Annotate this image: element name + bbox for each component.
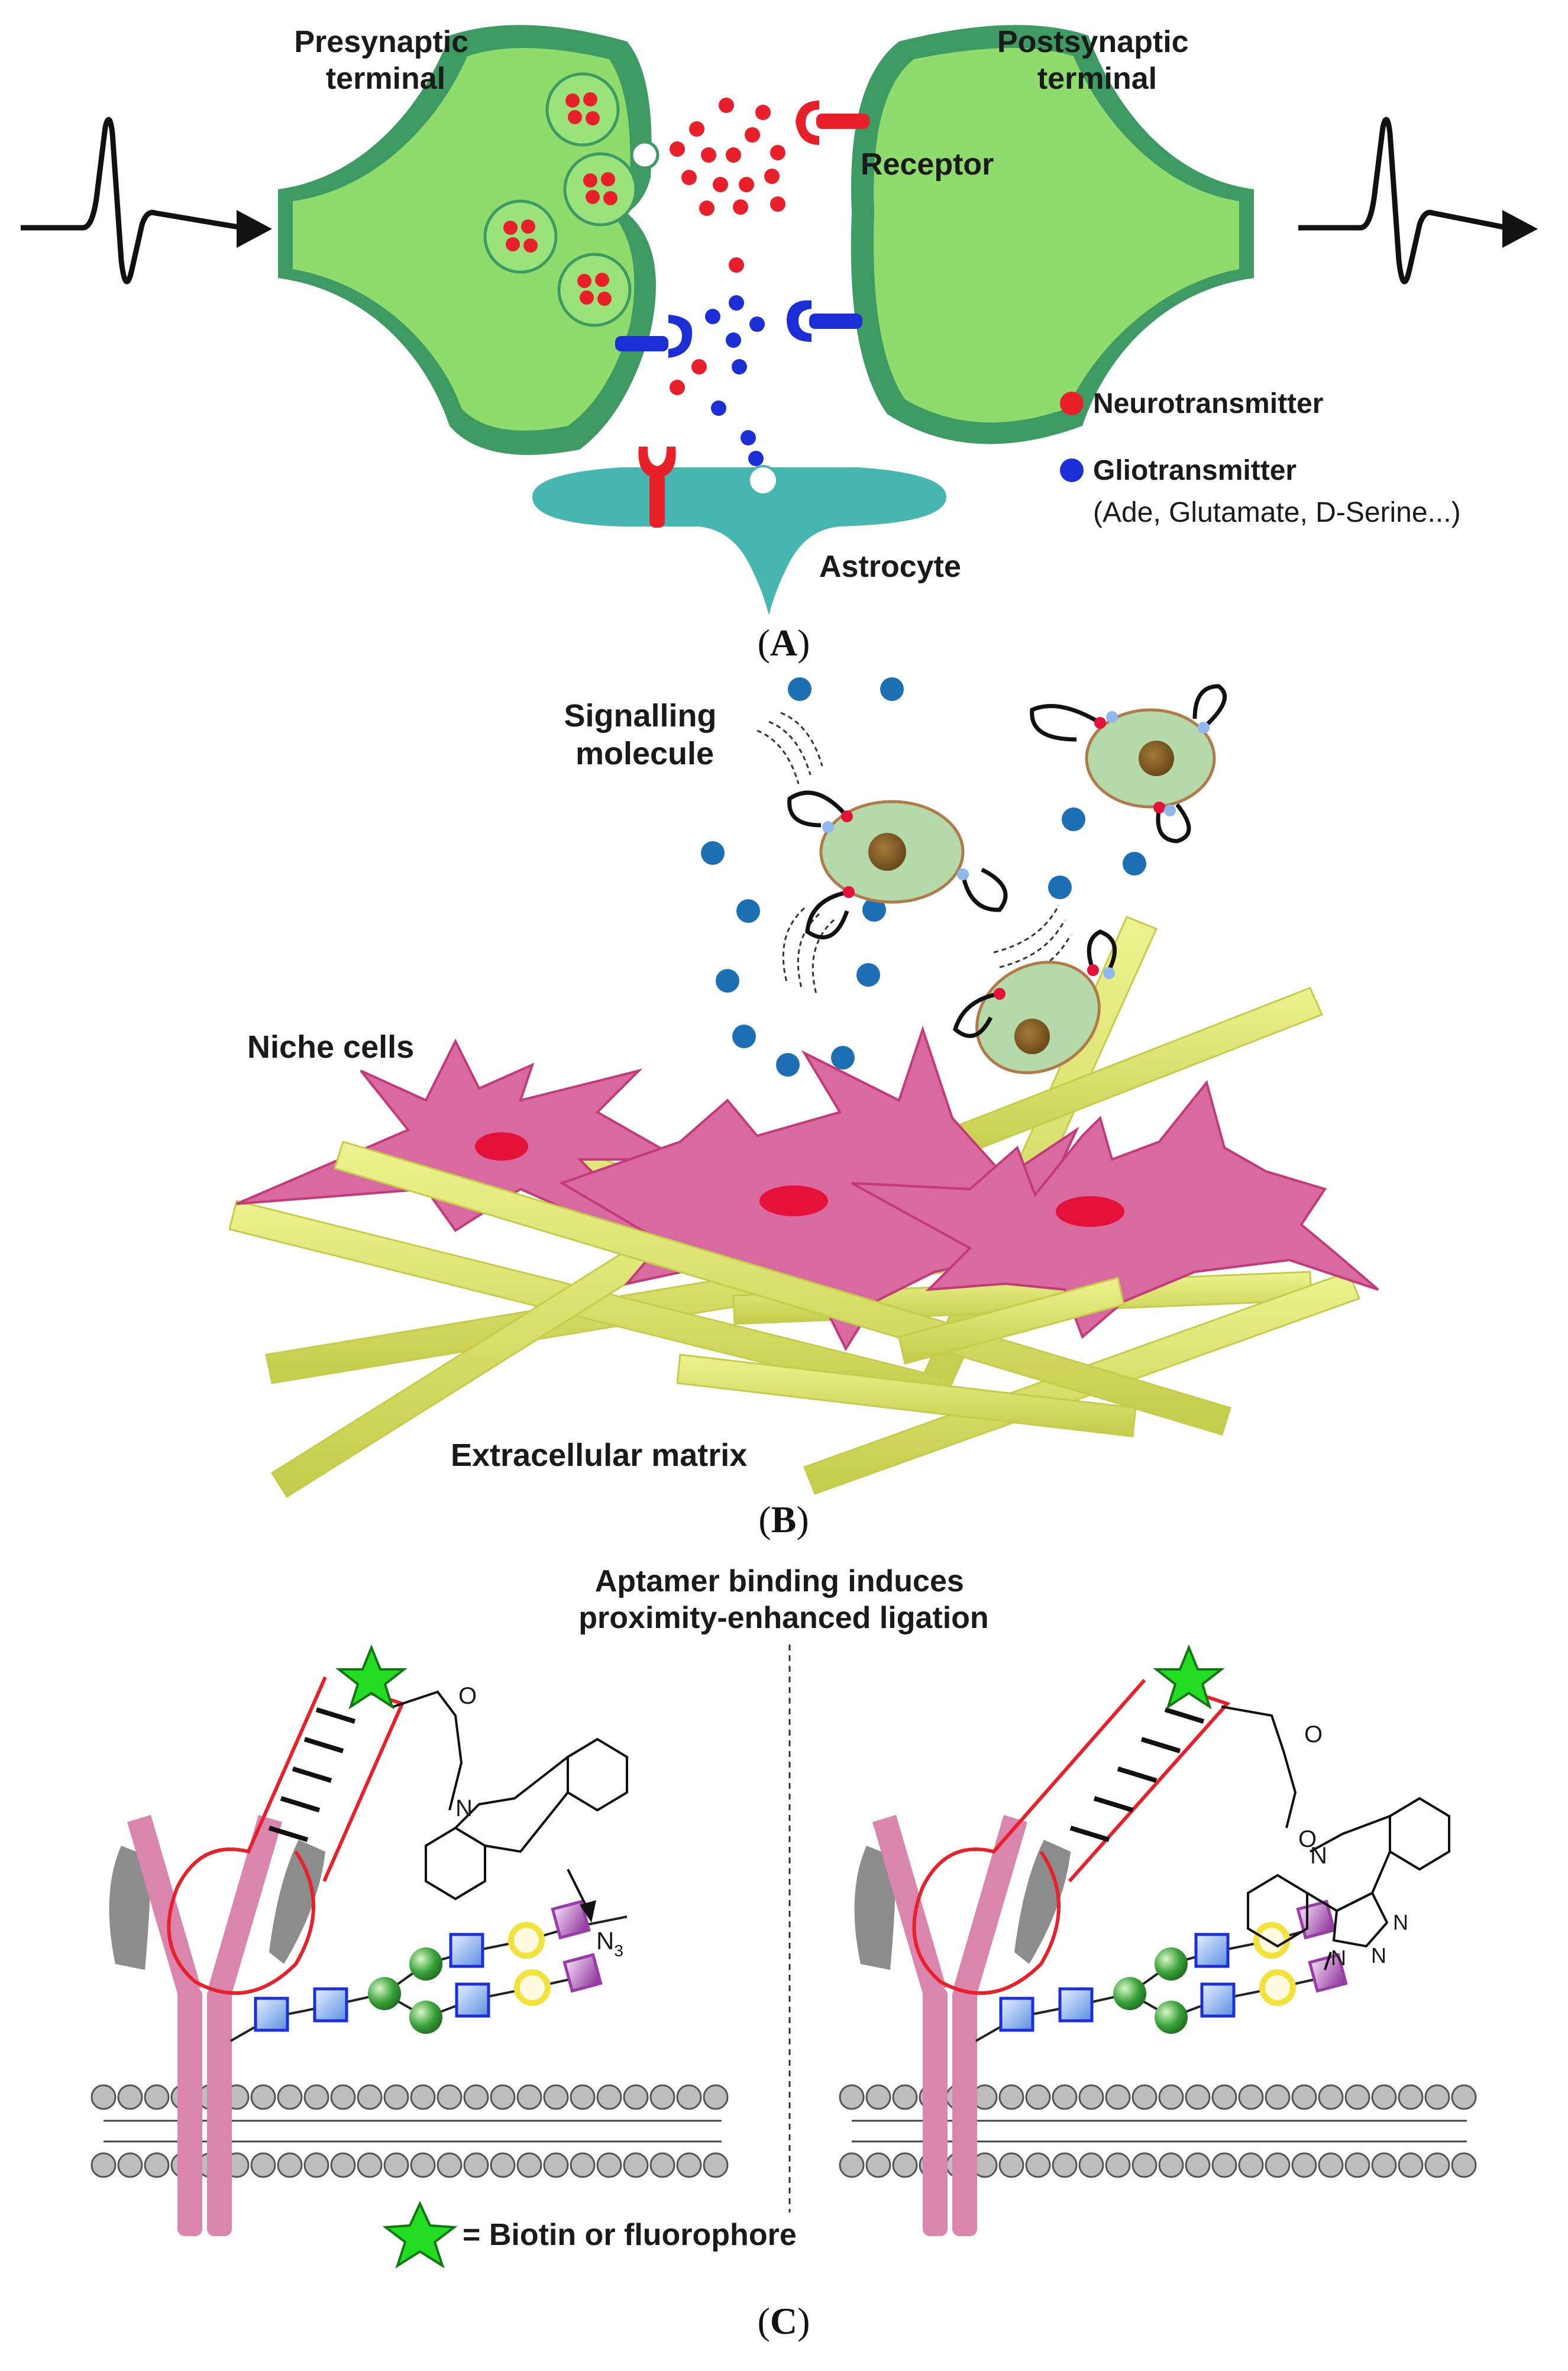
star-right: [1153, 1644, 1225, 1710]
postsynaptic-receptor: [796, 101, 869, 145]
aptamer-stem-right: [1069, 1707, 1205, 1842]
cell-membrane-left: [90, 2084, 729, 2178]
amide-n-left: N: [455, 1795, 473, 1821]
niche-nuclei: [475, 1132, 1124, 1227]
presynaptic-glio-receptor: [615, 315, 693, 358]
legend-gliotransmitter: Gliotransmitter: [1093, 455, 1297, 486]
astrocyte: [532, 467, 946, 615]
stem-cell-2: [1085, 708, 1216, 809]
antigen-lobe-right-2: [1014, 1840, 1071, 1964]
panel-c-title: Aptamer binding induces proximity-enhanc…: [578, 1564, 988, 1635]
aptamer-right: [912, 1679, 1231, 1995]
azide-label-left: N3: [596, 1927, 623, 1960]
triazole-n3: N: [1331, 1946, 1346, 1970]
antigen-lobe-left-1: [109, 1846, 151, 1970]
cell-aptamers: [787, 684, 1227, 1038]
output-action-potential: [1298, 117, 1508, 285]
antibody-left: [127, 1815, 282, 2236]
lipid-heads-left: [90, 2084, 729, 2178]
legend: Neurotransmitter Gliotransmitter (Ade, G…: [1060, 388, 1461, 528]
caption-c: (C): [758, 2300, 810, 2342]
stem-cell-1: [819, 800, 965, 904]
vesicle-neurotransmitters: [503, 92, 617, 306]
legend-neurotransmitter: Neurotransmitter: [1093, 388, 1323, 419]
output-arrowhead: [1502, 210, 1538, 248]
gliotransmitter-swatch: [1060, 458, 1084, 482]
synaptic-vesicles: [483, 72, 638, 327]
triazole-n1: N: [1393, 1910, 1408, 1934]
antibody-right: [872, 1815, 1027, 2236]
lipid-heads-right: [839, 2084, 1477, 2178]
antigen-lobe-left-2: [269, 1840, 325, 1964]
star-legend-text: = Biotin or fluorophore: [463, 2218, 797, 2252]
niche-cells-label: Niche cells: [247, 1029, 414, 1065]
amide-n-right: N: [1310, 1843, 1327, 1869]
amide-o-right: O: [1298, 1826, 1317, 1852]
postsynaptic-glio-receptor: [787, 300, 862, 342]
caption-b: (B): [758, 1498, 809, 1540]
dbco-right: [1247, 1797, 1450, 1948]
ketone-o-right: O: [1304, 1721, 1323, 1747]
antigen-lobe-right-1: [854, 1846, 896, 1970]
postsynaptic-label: Postsynaptic terminal: [997, 25, 1197, 96]
left-scenario: O N N3: [90, 1644, 729, 2236]
cleft-gliotransmitters: [705, 295, 770, 488]
input-arrowhead: [237, 210, 272, 248]
ketone-o-left: O: [458, 1683, 477, 1709]
star-legend-icon: [382, 2201, 458, 2269]
stem-cells: [819, 708, 1216, 1074]
right-scenario: O O N N N N: [839, 1644, 1477, 2236]
dbco-left: [425, 1737, 628, 1901]
glycan-chain-right: [975, 1900, 1348, 2042]
star-left: [335, 1644, 408, 1710]
triazole-n2: N: [1371, 1943, 1386, 1968]
aptamer-stem-left: [268, 1707, 356, 1842]
presynaptic-label: Presynaptic terminal: [294, 25, 477, 96]
signalling-molecules: [701, 677, 1146, 1077]
extracellular-matrix-label: Extracellular matrix: [451, 1438, 747, 1473]
receptor-label: Receptor: [861, 147, 994, 182]
signalling-molecule-label: Signalling molecule: [564, 698, 725, 771]
neurotransmitter-swatch: [1060, 392, 1084, 415]
panel-b-stem-cell-niche: Signalling molecule Niche cells Extracel…: [228, 677, 1379, 1540]
input-action-potential: [21, 117, 243, 285]
astrocyte-label: Astrocyte: [819, 550, 961, 584]
astrocyte-receptor: [638, 447, 676, 528]
cleft-neurotransmitters: [670, 98, 785, 395]
glycan-chain-left: [230, 1900, 628, 2042]
panel-a-synapse: Presynaptic terminal Postsynaptic termin…: [21, 25, 1538, 664]
legend-gliotransmitter-examples: (Ade, Glutamate, D-Serine...): [1093, 497, 1461, 528]
stem-cell-3: [975, 961, 1101, 1074]
panel-c-aptamer-ligation: Aptamer binding induces proximity-enhanc…: [90, 1564, 1477, 2342]
caption-a: (A): [758, 622, 810, 664]
